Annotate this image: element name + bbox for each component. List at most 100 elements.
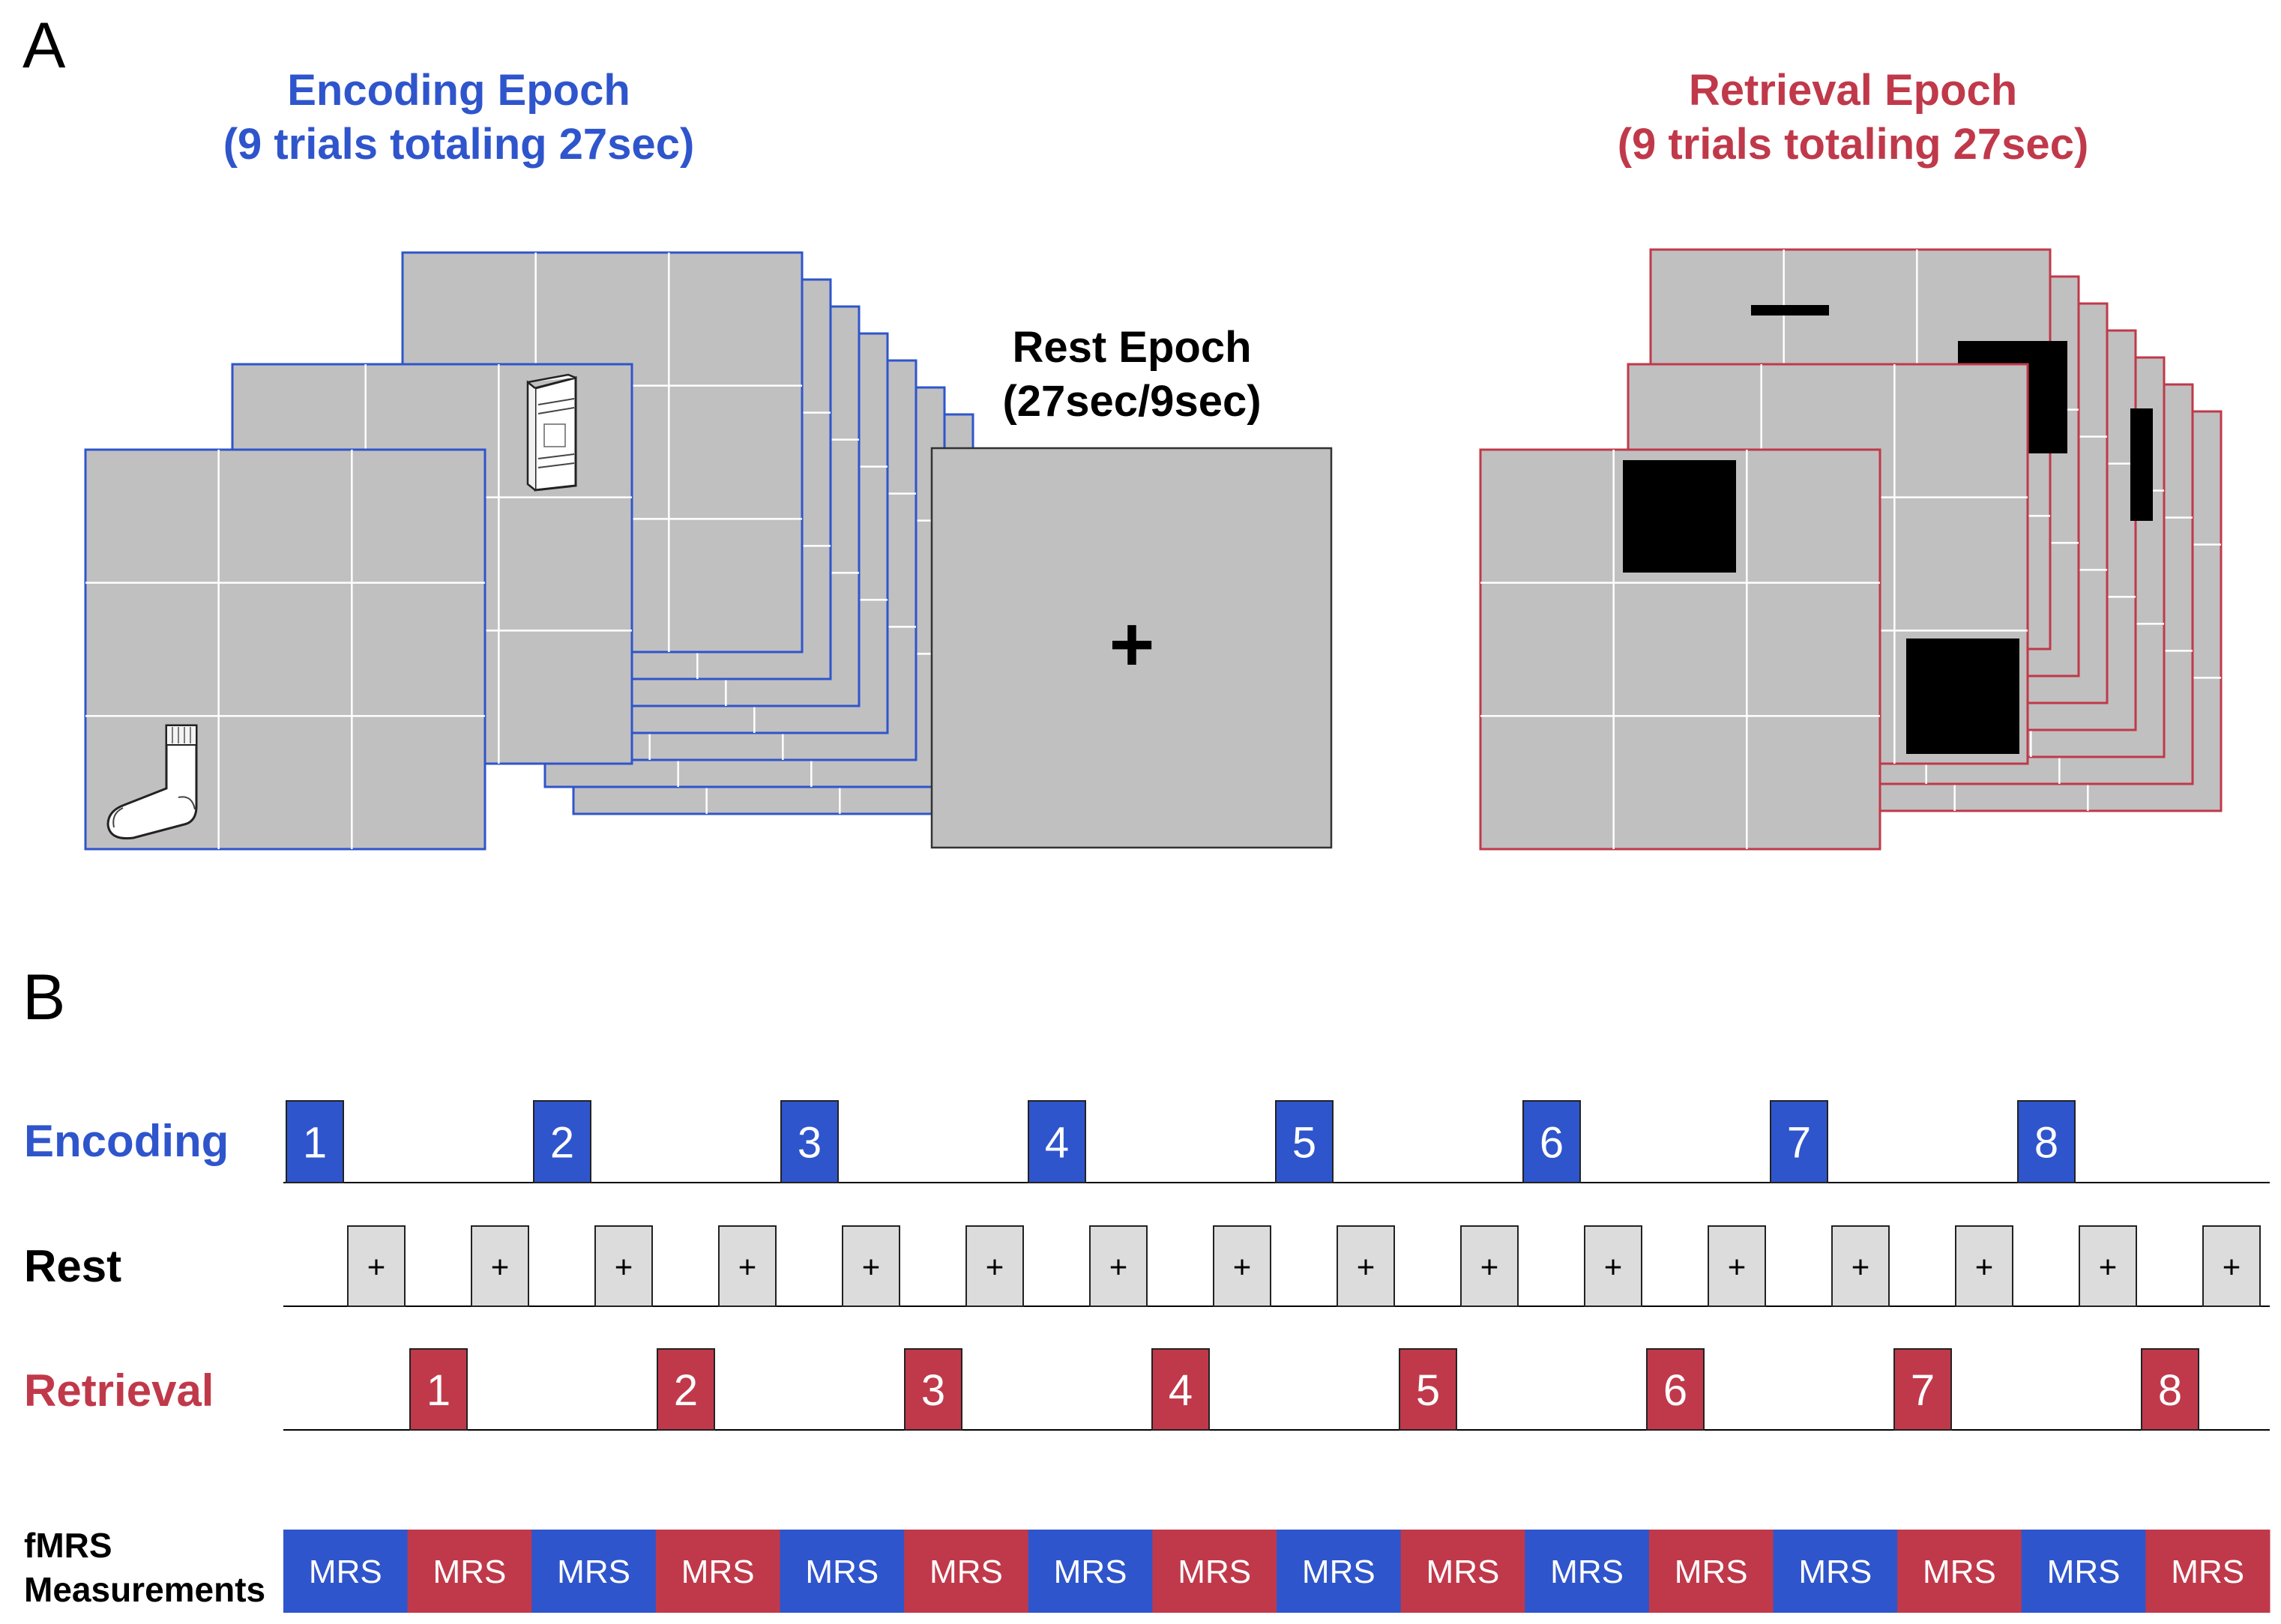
rest-block: +: [718, 1225, 777, 1307]
rest-epoch-subtitle: (27sec/9sec): [1002, 377, 1261, 426]
mrs-segment-label: MRS: [1550, 1554, 1624, 1590]
mrs-segment: MRS: [1897, 1530, 2022, 1613]
mrs-segment-label: MRS: [805, 1554, 879, 1590]
fmrs-label-line1: fMRS: [24, 1526, 112, 1565]
encoding-block: 8: [2017, 1100, 2076, 1183]
rest-block-label: +: [1851, 1249, 1870, 1285]
retrieval-block-label: 7: [1911, 1366, 1935, 1415]
rest-block-label: +: [2223, 1249, 2241, 1285]
mrs-segment-label: MRS: [1798, 1554, 1872, 1590]
mrs-segment-label: MRS: [1675, 1554, 1748, 1590]
rest-block-label: +: [738, 1249, 757, 1285]
encoding-block-label: 6: [1540, 1118, 1564, 1167]
rest-block-label: +: [1728, 1249, 1747, 1285]
rest-block: +: [347, 1225, 406, 1307]
rest-block-label: +: [862, 1249, 881, 1285]
mrs-segment: MRS: [904, 1530, 1029, 1613]
mrs-segment-label: MRS: [1302, 1554, 1375, 1590]
rest-block: +: [1955, 1225, 2013, 1307]
encoding-block: 2: [533, 1100, 591, 1183]
rest-block: +: [1213, 1225, 1271, 1307]
mrs-segment-label: MRS: [681, 1554, 755, 1590]
rest-block-label: +: [1357, 1249, 1375, 1285]
rest-block-label: +: [1604, 1249, 1623, 1285]
retrieval-epoch-title: Retrieval Epoch: [1689, 66, 2017, 115]
retrieval-block-label: 4: [1169, 1366, 1193, 1415]
mrs-segment: MRS: [780, 1530, 905, 1613]
rest-block-label: +: [1233, 1249, 1252, 1285]
retrieval-block-label: 1: [427, 1366, 451, 1415]
rest-block: +: [1337, 1225, 1395, 1307]
encoding-block-label: 2: [550, 1118, 574, 1167]
retrieval-epoch-subtitle: (9 trials totaling 27sec): [1618, 120, 2089, 169]
retrieval-row-label: Retrieval: [24, 1365, 214, 1416]
mrs-segment-label: MRS: [1923, 1554, 1996, 1590]
mrs-segment: MRS: [1773, 1530, 1898, 1613]
encoding-card-front: [84, 448, 486, 851]
encoding-blocks: 1 2 3 4 5 6 7 8: [286, 1100, 2076, 1183]
rest-block: +: [594, 1225, 653, 1307]
encoding-block-label: 7: [1787, 1118, 1811, 1167]
panel-b-label: B: [22, 962, 65, 1033]
mrs-segment: MRS: [2021, 1530, 2146, 1613]
rest-block: +: [1584, 1225, 1642, 1307]
mrs-segment: MRS: [655, 1530, 780, 1613]
retrieval-block: 3: [904, 1348, 962, 1431]
retrieval-block-label: 3: [921, 1366, 945, 1415]
encoding-block: 6: [1522, 1100, 1581, 1183]
encoding-block: 1: [286, 1100, 344, 1183]
encoding-block-label: 5: [1292, 1118, 1316, 1167]
retrieval-block-label: 2: [674, 1366, 698, 1415]
encoding-block-label: 8: [2034, 1118, 2058, 1167]
target-square: [1623, 460, 1736, 573]
rest-block: +: [842, 1225, 900, 1307]
rest-block-label: +: [1109, 1249, 1128, 1285]
rest-block-label: +: [491, 1249, 510, 1285]
rest-block-label: +: [986, 1249, 1004, 1285]
mrs-segment-label: MRS: [309, 1554, 382, 1590]
mrs-segment-label: MRS: [2171, 1554, 2244, 1590]
retrieval-block: 2: [657, 1348, 715, 1431]
rest-card: +: [930, 447, 1333, 849]
encoding-block: 7: [1770, 1100, 1828, 1183]
sock-icon: [106, 724, 198, 840]
target-square: [1906, 639, 2019, 754]
mrs-measurement-bar: MRS MRS MRS MRS MRS MRS MRS MRS MRS MRS MRS MRS MRS M…: [283, 1530, 2271, 1613]
encoding-block: 3: [780, 1100, 839, 1183]
rest-row-label: Rest: [24, 1241, 121, 1291]
mrs-segment: MRS: [1400, 1530, 1525, 1613]
retrieval-block-label: 6: [1663, 1366, 1687, 1415]
mrs-segment: MRS: [1277, 1530, 1402, 1613]
encoding-block: 4: [1028, 1100, 1086, 1183]
rest-block-label: +: [615, 1249, 633, 1285]
retrieval-block: 7: [1893, 1348, 1952, 1431]
encoding-block-label: 3: [798, 1118, 822, 1167]
fixation-cross: +: [1109, 601, 1155, 688]
retrieval-block: 6: [1646, 1348, 1705, 1431]
encoding-card-stack: [84, 251, 974, 851]
rest-block: +: [471, 1225, 529, 1307]
rest-epoch-title: Rest Epoch: [1012, 323, 1251, 372]
rest-block-label: +: [367, 1249, 386, 1285]
rest-block: +: [1831, 1225, 1890, 1307]
rest-block-label: +: [1480, 1249, 1499, 1285]
mrs-segment-label: MRS: [1426, 1554, 1500, 1590]
mrs-segment-label: MRS: [1054, 1554, 1127, 1590]
rest-blocks: ++++++++++++++++: [347, 1225, 2261, 1307]
encoding-epoch-title: Encoding Epoch: [287, 66, 630, 115]
encoding-epoch-subtitle: (9 trials totaling 27sec): [223, 120, 695, 169]
book-icon: [526, 373, 577, 492]
target-square: [2130, 408, 2153, 521]
mrs-segment-label: MRS: [557, 1554, 630, 1590]
mrs-segment: MRS: [283, 1530, 409, 1613]
fmrs-label-line2: Measurements: [24, 1570, 265, 1609]
mrs-segment: MRS: [2145, 1530, 2271, 1613]
rest-block: +: [1460, 1225, 1519, 1307]
retrieval-card-stack: [1479, 248, 2223, 851]
retrieval-block-label: 8: [2158, 1366, 2182, 1415]
rest-block: +: [1089, 1225, 1148, 1307]
encoding-row-label: Encoding: [24, 1116, 229, 1166]
mrs-segment-label: MRS: [1178, 1554, 1251, 1590]
